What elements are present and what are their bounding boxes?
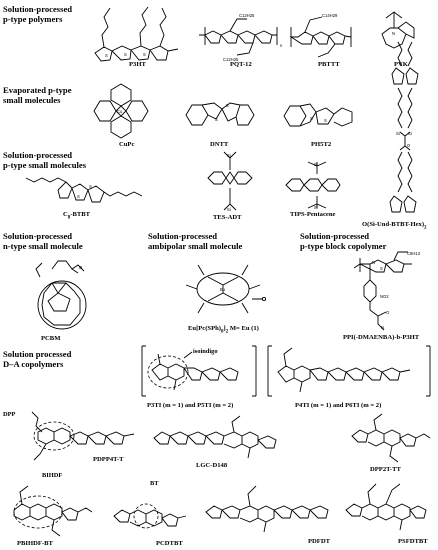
section-heading-ambipolar-small-molecule: Solution-processed ambipolar small molec… bbox=[148, 231, 243, 251]
no2-label: NO2 bbox=[380, 294, 389, 299]
p3ti-p5ti-label: P3TI (m = 1) and P5TI (m = 2) bbox=[147, 402, 234, 409]
atom-s: S bbox=[324, 118, 327, 123]
atom-n: n bbox=[280, 43, 283, 48]
osi-btbt-label-text: O(Si-Und-BTBT-Hex) bbox=[362, 221, 425, 228]
tes-adt-label: TES-ADT bbox=[213, 214, 242, 221]
atom-s: S bbox=[77, 194, 80, 199]
eu-pc-label-tail: M= Eu (1) bbox=[228, 325, 259, 332]
dpp-annotation: DPP bbox=[3, 411, 16, 418]
section-heading-solution-small-molecules: Solution-processed p-type small molecule… bbox=[3, 150, 87, 170]
lgc-d148-structure bbox=[153, 415, 277, 459]
pdpp4t-t-label: PDPP4T-T bbox=[93, 456, 124, 463]
atom-s: S bbox=[380, 266, 383, 271]
atom-s: S bbox=[143, 52, 146, 57]
bihdf-annotation: BIHDF bbox=[42, 472, 63, 479]
c8btbt-label-tail: -BTBT bbox=[70, 211, 91, 218]
atom-s: S bbox=[105, 53, 108, 58]
bt-annotation: BT bbox=[150, 480, 159, 487]
section-heading-da-copolymers: Solution processed D–A copolymers bbox=[3, 349, 72, 369]
dpp2t-tt-label: DPP2T-TT bbox=[370, 466, 401, 473]
c6-label: C6H13 bbox=[407, 251, 421, 256]
section-heading-block-copolymer: Solution-processed p-type block copolyme… bbox=[300, 231, 387, 251]
dpp2t-tt-structure bbox=[351, 413, 431, 463]
c8btbt-structure: S S bbox=[25, 177, 143, 203]
pdfdt-label: PDFDT bbox=[308, 538, 330, 545]
cupc-structure: Cu bbox=[93, 83, 149, 139]
pcbm-label: PCBM bbox=[41, 335, 61, 342]
ph5t2-structure: S S bbox=[283, 103, 353, 127]
pbihdf-bt-structure bbox=[13, 485, 93, 537]
osi-btbt-structure: Si Si O bbox=[389, 41, 419, 213]
atom-s: S bbox=[89, 184, 92, 189]
p3ht-structure: S S S bbox=[94, 6, 179, 62]
atom-si: Si bbox=[227, 207, 231, 212]
pbttt-structure: C14H29 bbox=[289, 13, 352, 58]
osi-btbt-label-sub: 2 bbox=[424, 225, 427, 231]
pcdtbt-structure bbox=[113, 503, 187, 529]
cupc-label: CuPc bbox=[119, 141, 135, 148]
dntt-structure: S S bbox=[185, 102, 255, 126]
atom-s: S bbox=[215, 117, 218, 122]
pdfdt-structure bbox=[205, 485, 329, 533]
tips-pentacene-structure: Si Si bbox=[285, 161, 341, 210]
eu-pc-label-mid: ] bbox=[223, 325, 226, 332]
c8btbt-label-sub: 8 bbox=[67, 215, 71, 221]
atom-cu: Cu bbox=[117, 109, 123, 114]
p3ht-label: P3HT bbox=[129, 61, 146, 68]
eu-pc-structure: Eu bbox=[185, 264, 267, 314]
eu-pc-label-sub2: 2 bbox=[225, 329, 229, 335]
section-heading-p-type-polymers: Solution-processed p-type polymers bbox=[3, 4, 73, 24]
pbihdf-bt-label: PBIHDF-BT bbox=[17, 540, 53, 547]
p3ti-p5ti-structure bbox=[141, 345, 257, 397]
osi-btbt-label: O(Si-Und-BTBT-Hex)2 bbox=[362, 221, 427, 232]
eu-pc-label-sub1: 8 bbox=[220, 329, 224, 335]
atom-eu: Eu bbox=[220, 287, 226, 292]
atom-s: S bbox=[310, 116, 313, 121]
eu-pc-label-text: Eu[Pc(SPh) bbox=[188, 325, 221, 332]
atom-o: O bbox=[386, 310, 390, 315]
p4ti-p6ti-label: P4TI (m = 1) and P6TI (m = 2) bbox=[295, 402, 382, 409]
pcbm-structure: O bbox=[35, 260, 87, 330]
atom-s: S bbox=[124, 52, 127, 57]
eu-pc-label: Eu[Pc(SPh)8]2 M= Eu (1) bbox=[188, 325, 259, 336]
ppi-dmaenba-b-p3ht-label: PPI(-DMAENBA)-b-P3HT bbox=[343, 334, 420, 341]
atom-si: Si bbox=[314, 162, 318, 167]
isoindigo-annotation: isoindigo bbox=[193, 348, 218, 355]
p4ti-p6ti-structure bbox=[267, 345, 431, 397]
pdpp4t-t-structure bbox=[31, 411, 135, 461]
atom-n: N bbox=[372, 260, 375, 265]
atom-o: O bbox=[79, 265, 83, 270]
c12-label: C12H25 bbox=[239, 13, 255, 18]
psfdtbt-label: PSFDTBT bbox=[398, 538, 428, 545]
dntt-label: DNTT bbox=[210, 141, 229, 148]
atom-n: N bbox=[381, 325, 384, 330]
c8btbt-label-text: C bbox=[63, 211, 68, 218]
section-heading-evaporated-small-molecules: Evaporated p-type small molecules bbox=[3, 85, 72, 105]
c14-label: C14H29 bbox=[322, 13, 338, 18]
atom-si: Si bbox=[396, 131, 400, 136]
ph5t2-label: PH5T2 bbox=[311, 141, 332, 148]
lgc-d148-label: LGC-D148 bbox=[196, 462, 228, 469]
pcdtbt-label: PCDTBT bbox=[156, 540, 183, 547]
pvk-structure: N bbox=[381, 11, 415, 49]
atom-s: S bbox=[226, 103, 229, 108]
atom-si: Si bbox=[314, 205, 318, 210]
c12-label: C12H25 bbox=[223, 57, 239, 62]
atom-n: N bbox=[392, 31, 395, 36]
pqt12-label: PQT-12 bbox=[230, 61, 252, 68]
tips-pentacene-label: TIPS-Pentacene bbox=[290, 211, 336, 218]
psfdtbt-structure bbox=[345, 483, 427, 531]
pqt12-structure: C12H25 C12H25 n bbox=[199, 13, 283, 62]
atom-si: Si bbox=[408, 131, 412, 136]
atom-o: O bbox=[407, 143, 411, 148]
c8btbt-label: C8-BTBT bbox=[63, 211, 90, 222]
tes-adt-structure: Si Si bbox=[207, 151, 253, 212]
pbttt-label: PBTTT bbox=[318, 61, 340, 68]
section-heading-n-type-small-molecule: Solution-processed n-type small molecule bbox=[3, 231, 83, 251]
atom-si: Si bbox=[227, 153, 231, 158]
ppi-dmaenba-b-p3ht-structure: N S C6H13 NO2 O N bbox=[353, 251, 421, 331]
